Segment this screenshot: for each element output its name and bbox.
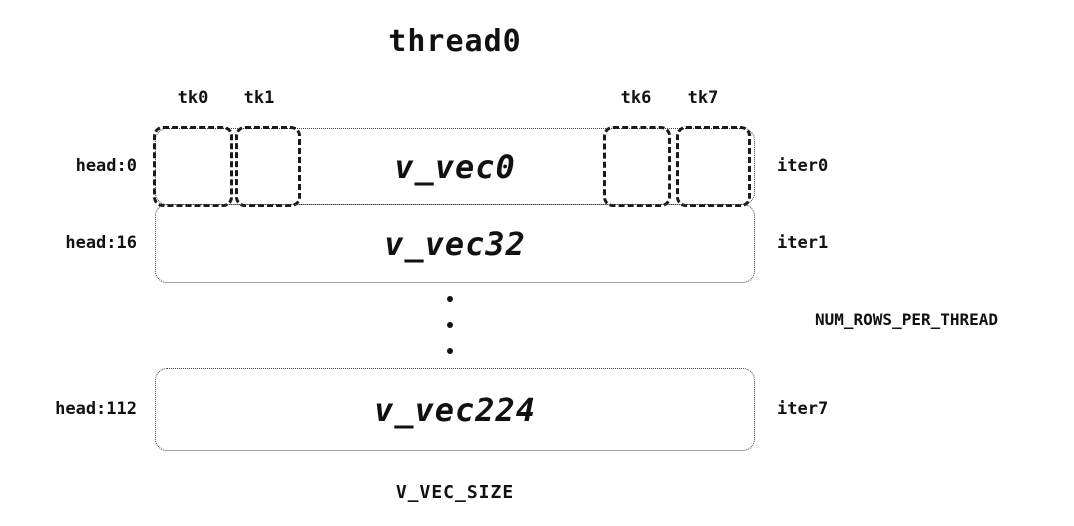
vector-name-iter0: v_vec0 bbox=[394, 147, 516, 186]
tick-label-tk1: tk1 bbox=[243, 88, 275, 108]
vector-name-iter1: v_vec32 bbox=[384, 224, 526, 263]
thread-cell-tk1 bbox=[235, 126, 301, 207]
head-label-iter0: head:0 bbox=[75, 156, 137, 176]
num-rows-per-thread-annotation: NUM_ROWS_PER_THREAD bbox=[815, 310, 999, 329]
tick-label-tk6: tk6 bbox=[620, 88, 652, 108]
diagram-title: thread0 bbox=[388, 24, 522, 59]
tick-label-tk7: tk7 bbox=[687, 88, 719, 108]
v-vec-size-annotation: V_VEC_SIZE bbox=[395, 482, 515, 503]
vector-row-iter7: v_vec224 bbox=[155, 368, 755, 451]
vector-row-iter0: v_vec0 bbox=[153, 126, 755, 207]
thread-cell-tk7 bbox=[676, 126, 751, 207]
head-label-iter1: head:16 bbox=[65, 233, 137, 253]
iter-label-0: iter0 bbox=[777, 156, 829, 176]
head-label-iter7: head:112 bbox=[55, 399, 137, 419]
vertical-ellipsis bbox=[443, 296, 457, 354]
ellipsis-dot bbox=[447, 296, 453, 302]
tick-label-tk0: tk0 bbox=[177, 88, 209, 108]
thread-cell-tk0 bbox=[153, 126, 233, 207]
vector-name-iter7: v_vec224 bbox=[373, 390, 537, 429]
thread-cell-tk6 bbox=[603, 126, 671, 207]
ellipsis-dot bbox=[447, 348, 453, 354]
vector-row-iter1: v_vec32 bbox=[155, 204, 755, 283]
ellipsis-dot bbox=[447, 322, 453, 328]
iter-label-7: iter7 bbox=[777, 399, 829, 419]
iter-label-1: iter1 bbox=[777, 233, 829, 253]
